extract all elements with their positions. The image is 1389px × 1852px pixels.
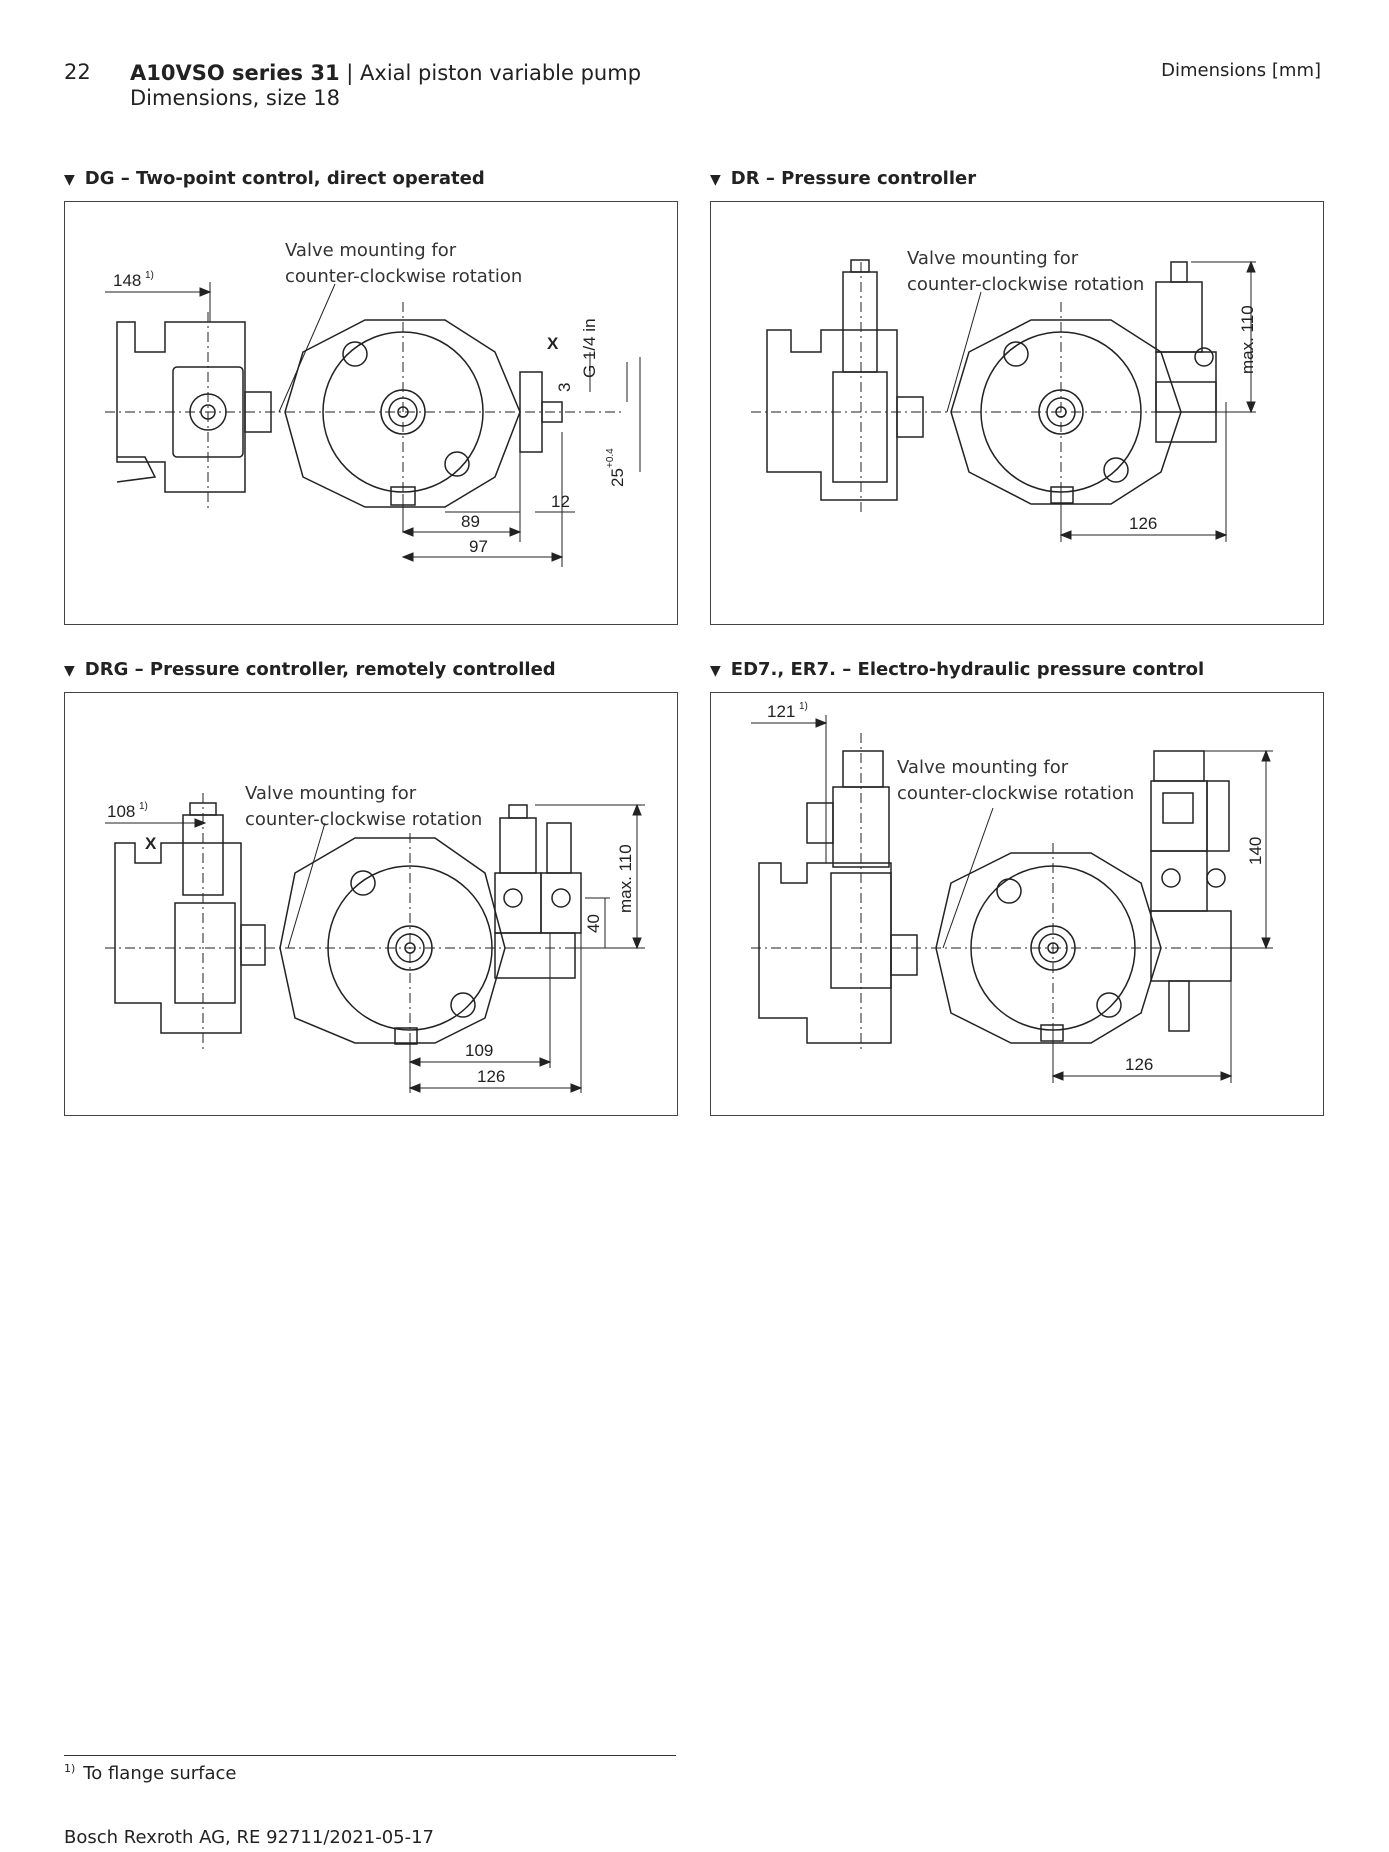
section-title-dg-text: DG – Two-point control, direct operated: [84, 168, 485, 189]
dim-g14: G 1/4 in: [580, 318, 599, 378]
title-rest: | Axial piston variable pump: [339, 61, 642, 85]
dim-121: 121: [767, 702, 795, 721]
pump-drawing-dg: 148 1) X G 1/4 in 3 25 +0.4 12 89 97: [105, 270, 641, 567]
pump-drawing-dr: max. 110 126: [751, 259, 1257, 542]
drawing-panel-ed7: Valve mounting for counter-clockwise rot…: [710, 692, 1324, 1116]
dim-108-superscript: 1): [139, 801, 148, 812]
title-bold: A10VSO series 31: [130, 61, 340, 85]
dim-148-superscript: 1): [145, 270, 154, 281]
drawing-panel-dr: Valve mounting for counter-clockwise rot…: [710, 201, 1324, 625]
dim-97: 97: [469, 537, 488, 556]
section-title-dg: ▼ DG – Two-point control, direct operated: [64, 168, 485, 189]
pump-drawing-drg: 108 1) X max. 110 40 109 126: [105, 793, 645, 1093]
section-title-ed7: ▼ ED7., ER7. – Electro-hydraulic pressure…: [710, 659, 1204, 680]
note-line2: counter-clockwise rotation: [907, 274, 1145, 295]
units-label: Dimensions [mm]: [1161, 60, 1321, 81]
note-line2: counter-clockwise rotation: [245, 809, 483, 830]
dim-148: 148: [113, 271, 141, 290]
section-title-ed7-text: ED7., ER7. – Electro-hydraulic pressure …: [730, 659, 1205, 680]
note-line1: Valve mounting for: [897, 757, 1069, 778]
section-title-dr: ▼ DR – Pressure controller: [710, 168, 976, 189]
dim-12: 12: [551, 492, 570, 511]
note-line1: Valve mounting for: [285, 240, 457, 261]
section-title-dr-text: DR – Pressure controller: [730, 168, 977, 189]
dim-89: 89: [461, 512, 480, 531]
dim-126: 126: [1125, 1055, 1153, 1074]
dim-max110: max. 110: [1238, 305, 1257, 374]
note-line1: Valve mounting for: [907, 248, 1079, 269]
dim-109: 109: [465, 1041, 493, 1060]
dim-126: 126: [477, 1067, 505, 1086]
document-subtitle: Dimensions, size 18: [130, 86, 341, 110]
footnote-marker: 1): [64, 1762, 76, 1775]
page-footer: Bosch Rexroth AG, RE 92711/2021-05-17: [64, 1827, 435, 1848]
dim-126: 126: [1129, 514, 1157, 533]
dim-max110: max. 110: [616, 844, 635, 913]
note-drg: Valve mounting for counter-clockwise rot…: [245, 781, 482, 833]
dim-25-tolerance: +0.4: [605, 448, 616, 468]
dim-140: 140: [1246, 837, 1265, 865]
dim-3: 3: [555, 383, 574, 392]
triangle-down-icon: ▼: [64, 663, 75, 679]
triangle-down-icon: ▼: [710, 663, 721, 679]
footnote-divider: [64, 1755, 676, 1756]
note-dg: Valve mounting for counter-clockwise rot…: [285, 238, 522, 290]
page-number: 22: [64, 60, 91, 84]
document-title: A10VSO series 31 | Axial piston variable…: [130, 60, 641, 86]
triangle-down-icon: ▼: [64, 172, 75, 188]
pump-drawing-ed7: 121 1) 140 126: [751, 701, 1273, 1083]
footnote: 1) To flange surface: [64, 1762, 237, 1784]
triangle-down-icon: ▼: [710, 172, 721, 188]
dim-40: 40: [584, 914, 603, 933]
note-ed7: Valve mounting for counter-clockwise rot…: [897, 755, 1134, 807]
note-line2: counter-clockwise rotation: [285, 266, 523, 287]
section-title-drg: ▼ DRG – Pressure controller, remotely con…: [64, 659, 556, 680]
dim-25: 25: [608, 468, 627, 487]
drawing-panel-dg: Valve mounting for counter-clockwise rot…: [64, 201, 678, 625]
drawing-panel-drg: Valve mounting for counter-clockwise rot…: [64, 692, 678, 1116]
note-line2: counter-clockwise rotation: [897, 783, 1135, 804]
dim-121-superscript: 1): [799, 701, 808, 712]
note-line1: Valve mounting for: [245, 783, 417, 804]
note-dr: Valve mounting for counter-clockwise rot…: [907, 246, 1144, 298]
section-title-drg-text: DRG – Pressure controller, remotely cont…: [84, 659, 556, 680]
port-x-label: X: [145, 834, 157, 853]
port-x-label: X: [547, 334, 559, 353]
dim-108: 108: [107, 802, 135, 821]
footnote-text: To flange surface: [83, 1763, 237, 1784]
